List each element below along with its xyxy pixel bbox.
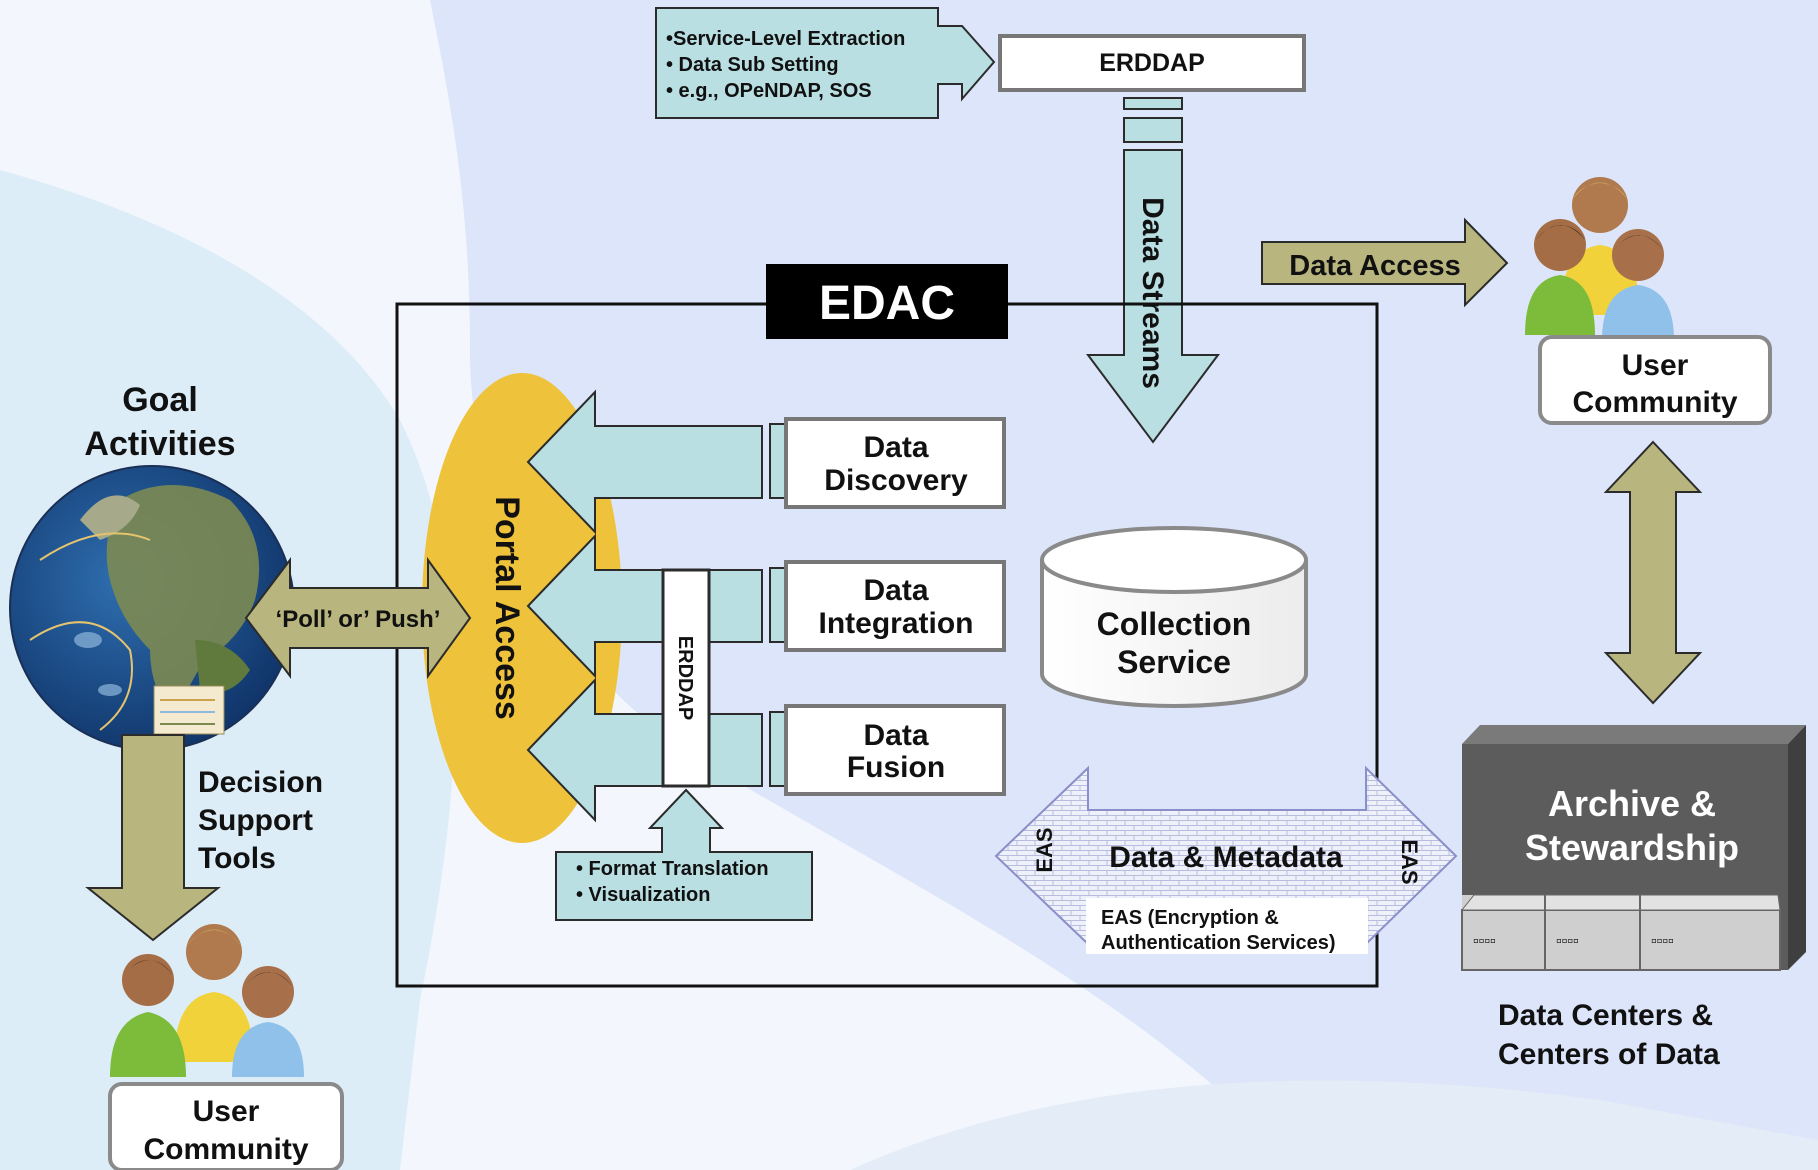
collection-service-line-1: Collection (1097, 606, 1252, 642)
archive-line-1: Archive & (1548, 783, 1716, 824)
drive-slot-3: ▫▫▫▫ (1651, 933, 1674, 950)
decision-support-arrow (85, 734, 221, 942)
collection-service-cylinder: Collection Service (1040, 526, 1308, 708)
callout-line-1: •Service-Level Extraction (666, 28, 905, 50)
eas-right-label: EAS (1397, 839, 1422, 884)
format-translation-callout: • Format Translation • Visualization (555, 788, 813, 921)
drive-slot-2: ▫▫▫▫ (1556, 933, 1579, 950)
edac-title: EDAC (819, 277, 955, 330)
callout-line-3: • e.g., OPeNDAP, SOS (666, 80, 872, 102)
data-integration-line-2: Integration (819, 607, 974, 640)
data-metadata-title: Data & Metadata (1109, 841, 1343, 874)
user-community-right-line-1: User (1622, 349, 1689, 382)
eas-note-line-1: EAS (Encryption & (1101, 907, 1279, 929)
user-community-right: User Community (1525, 177, 1772, 425)
globe-map-image (9, 465, 295, 751)
archive-line-2: Stewardship (1525, 827, 1739, 868)
data-streams-label: Data Streams (1136, 197, 1169, 389)
data-centers-line-2: Centers of Data (1498, 1038, 1720, 1071)
data-access-label: Data Access (1289, 250, 1460, 282)
data-integration-box: Data Integration (769, 560, 1006, 652)
erddap-vertical-label: ERDDAP (674, 636, 696, 720)
data-access-arrow: Data Access (1261, 217, 1509, 308)
eas-note-line-2: Authentication Services) (1101, 932, 1336, 954)
bottom-callout-line-1: • Format Translation (576, 858, 769, 880)
eas-left-label: EAS (1032, 827, 1057, 872)
decision-support-line-3: Tools (198, 842, 276, 875)
data-metadata-arrow: Data & Metadata EAS (Encryption & Authen… (994, 765, 1458, 954)
decision-support-line-2: Support (198, 804, 313, 837)
data-fusion-line-1: Data (863, 719, 928, 752)
data-streams-arrow: Data Streams (1086, 97, 1220, 444)
users-icon (1525, 177, 1674, 340)
users-icon (110, 924, 304, 1077)
erddap-top-label: ERDDAP (1099, 49, 1205, 77)
data-discovery-line-1: Data (863, 431, 928, 464)
data-fusion-box: Data Fusion (769, 704, 1006, 796)
data-discovery-line-2: Discovery (824, 464, 968, 497)
poll-push-label: ‘Poll’ or’ Push’ (276, 606, 441, 633)
discovery-arrow (526, 389, 763, 535)
data-integration-line-1: Data (863, 574, 928, 607)
archive-stewardship-box: Archive & Stewardship ▫▫▫▫ ▫▫▫▫ ▫▫▫▫ (1460, 725, 1806, 971)
erddap-vertical-box: ERDDAP (661, 568, 711, 788)
data-centers-line-1: Data Centers & (1498, 999, 1713, 1032)
callout-line-2: • Data Sub Setting (666, 54, 839, 76)
archive-community-double-arrow (1603, 440, 1703, 705)
service-extraction-callout: •Service-Level Extraction • Data Sub Set… (655, 7, 996, 119)
erddap-top-box: ERDDAP (998, 34, 1306, 92)
goal-activities-line-1: Goal (122, 381, 198, 419)
drive-slot-1: ▫▫▫▫ (1473, 933, 1496, 950)
user-community-bottom-line-2: Community (144, 1133, 309, 1166)
edac-frame: EDAC (395, 264, 1379, 988)
data-discovery-box: Data Discovery (769, 417, 1006, 509)
user-community-right-line-2: Community (1573, 386, 1738, 419)
collection-service-line-2: Service (1117, 644, 1231, 680)
decision-support-line-1: Decision (198, 766, 323, 799)
data-fusion-line-2: Fusion (847, 751, 945, 784)
poll-push-arrow: ‘Poll’ or’ Push’ (244, 556, 472, 680)
portal-access-label: Portal Access (488, 496, 526, 720)
goal-activities-line-2: Activities (84, 425, 235, 463)
user-community-bottom: User Community (108, 924, 344, 1170)
user-community-bottom-line-1: User (193, 1095, 260, 1128)
bottom-callout-line-2: • Visualization (576, 884, 710, 906)
